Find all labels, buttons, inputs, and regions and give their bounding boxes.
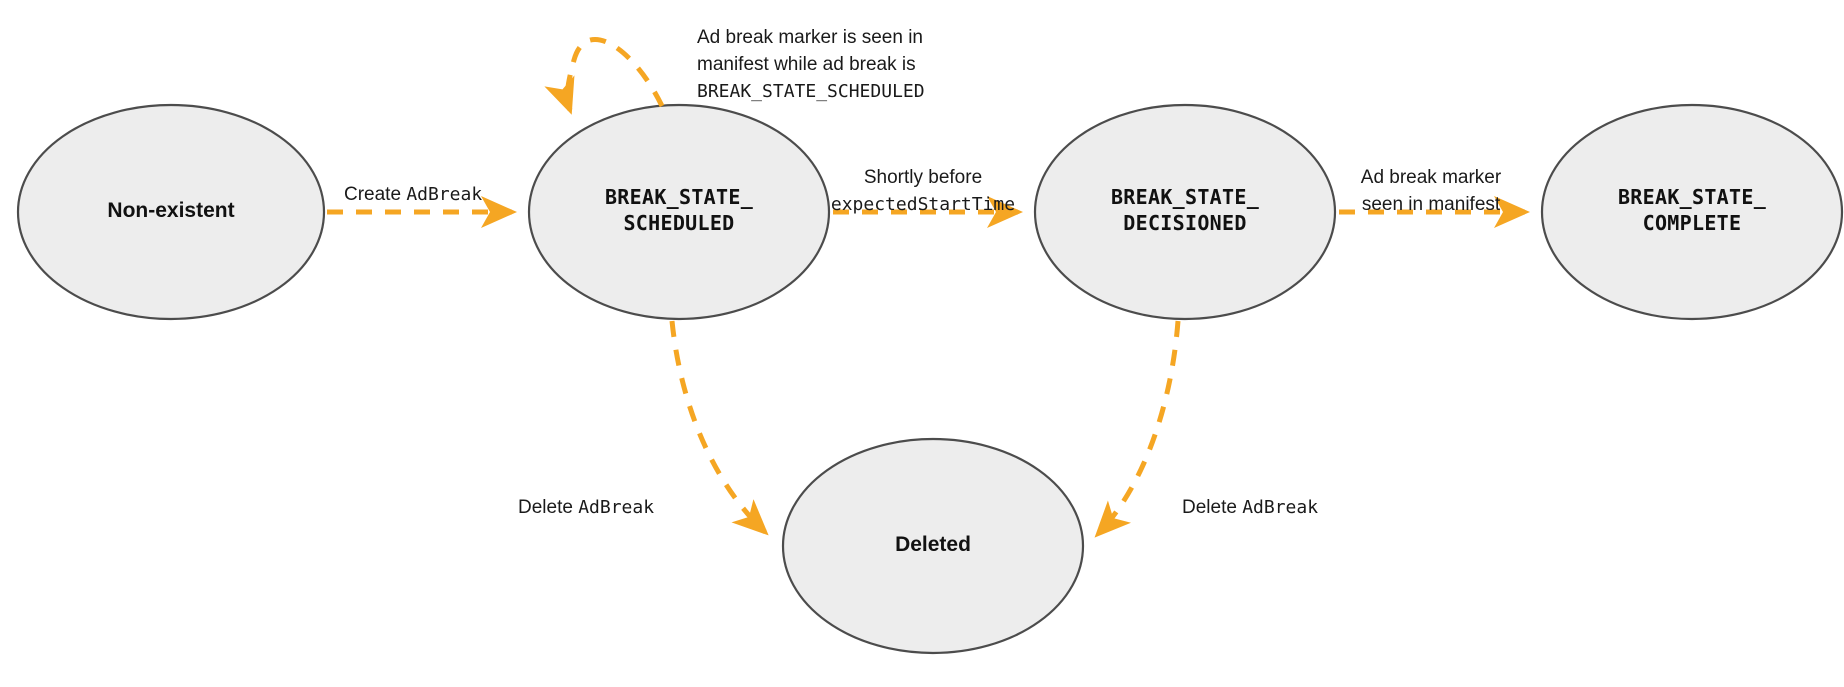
edge-label-decisioned-to-complete: Ad break marker seen in manifest: [1331, 165, 1531, 219]
marker-line-1: Ad break marker: [1360, 167, 1502, 188]
expected-start-time-token: expectedStartTime: [830, 193, 1016, 215]
edge-label-create-adbreak: Create AdBreak: [344, 182, 482, 209]
delete-text-right: Delete: [1182, 497, 1243, 518]
self-loop-line-1: Ad break marker is seen in: [697, 27, 923, 48]
edge-label-decisioned-to-deleted: Delete AdBreak: [1182, 495, 1318, 522]
node-break-state-scheduled[interactable]: [527, 103, 831, 321]
self-loop-line-2: manifest while ad break is: [697, 53, 916, 75]
edge-decisioned-to-deleted: [1094, 320, 1181, 538]
edge-scheduled-self-loop: [544, 37, 665, 115]
node-break-state-complete[interactable]: [1540, 103, 1844, 321]
edge-label-create-text: Create: [344, 184, 407, 205]
delete-text-left: Delete: [518, 497, 579, 518]
edge-label-adbreak-token: AdBreak: [406, 184, 483, 205]
edge-scheduled-to-deleted: [669, 320, 769, 536]
node-non-existent[interactable]: [16, 103, 326, 321]
edge-label-scheduled-to-decisioned: Shortly before expectedStartTime: [818, 165, 1028, 218]
node-break-state-decisioned[interactable]: [1033, 103, 1337, 321]
node-deleted[interactable]: [781, 437, 1085, 655]
self-loop-line-3-state-token: BREAK_STATE_SCHEDULED: [697, 80, 925, 102]
edge-label-scheduled-self-loop: Ad break marker is seen in manifest whil…: [697, 25, 925, 104]
adbreak-token-left: AdBreak: [578, 497, 655, 518]
adbreak-token-right: AdBreak: [1242, 497, 1319, 518]
shortly-before-line: Shortly before: [863, 167, 983, 188]
marker-line-2: seen in manifest: [1361, 193, 1501, 215]
edge-label-scheduled-to-deleted: Delete AdBreak: [518, 495, 654, 522]
